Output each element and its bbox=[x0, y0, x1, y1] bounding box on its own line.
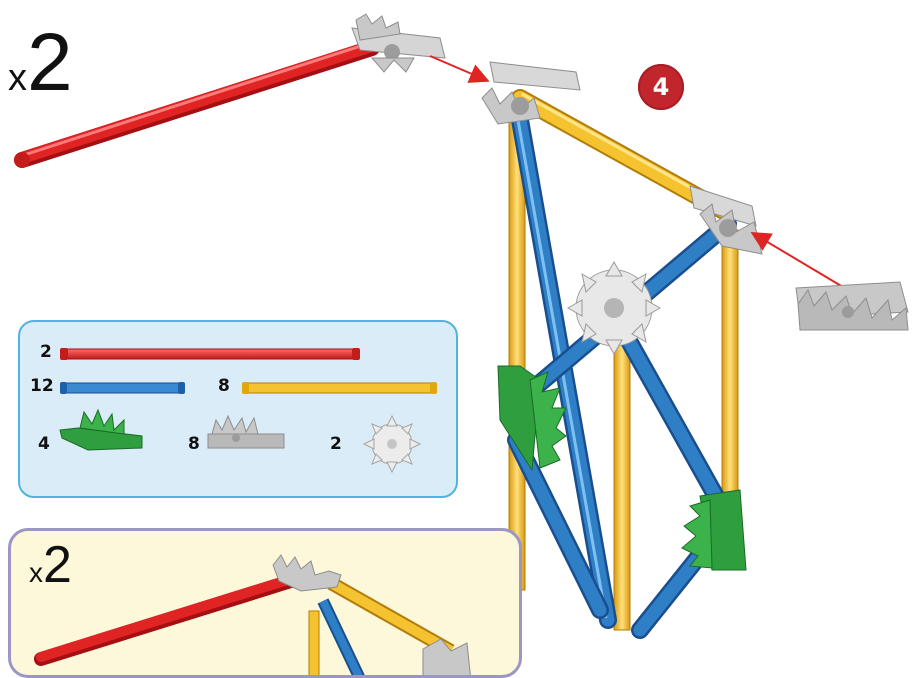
parts-qty-blue-rod: 12 bbox=[30, 376, 54, 396]
arrow-top bbox=[430, 56, 486, 80]
parts-list-panel: 2 12 8 4 8 2 bbox=[18, 320, 458, 498]
gray-connector-left bbox=[352, 14, 445, 72]
parts-qty-white-connector: 2 bbox=[330, 434, 342, 454]
red-rod-icon bbox=[60, 346, 360, 362]
arrow-right bbox=[754, 234, 848, 290]
blue-rod-icon bbox=[60, 380, 186, 396]
parts-qty-gray-connector: 8 bbox=[188, 434, 200, 454]
parts-qty-red-rod: 2 bbox=[40, 342, 52, 362]
gray-connector-detached bbox=[796, 282, 908, 330]
yellow-rod-icon bbox=[242, 380, 438, 396]
gray-connector-icon bbox=[206, 412, 286, 452]
yellow-rod-right-vertical bbox=[722, 230, 738, 500]
parts-qty-green-connector: 4 bbox=[38, 434, 50, 454]
preview-panel: x2 bbox=[8, 528, 522, 678]
preview-illustration bbox=[11, 531, 522, 678]
white-connector-icon bbox=[352, 412, 432, 476]
green-connector-icon bbox=[58, 408, 144, 452]
parts-qty-yellow-rod: 8 bbox=[218, 376, 230, 396]
green-connector-left bbox=[498, 366, 566, 470]
preview-yellow-vertical bbox=[309, 611, 319, 678]
red-rod-top bbox=[14, 43, 372, 168]
